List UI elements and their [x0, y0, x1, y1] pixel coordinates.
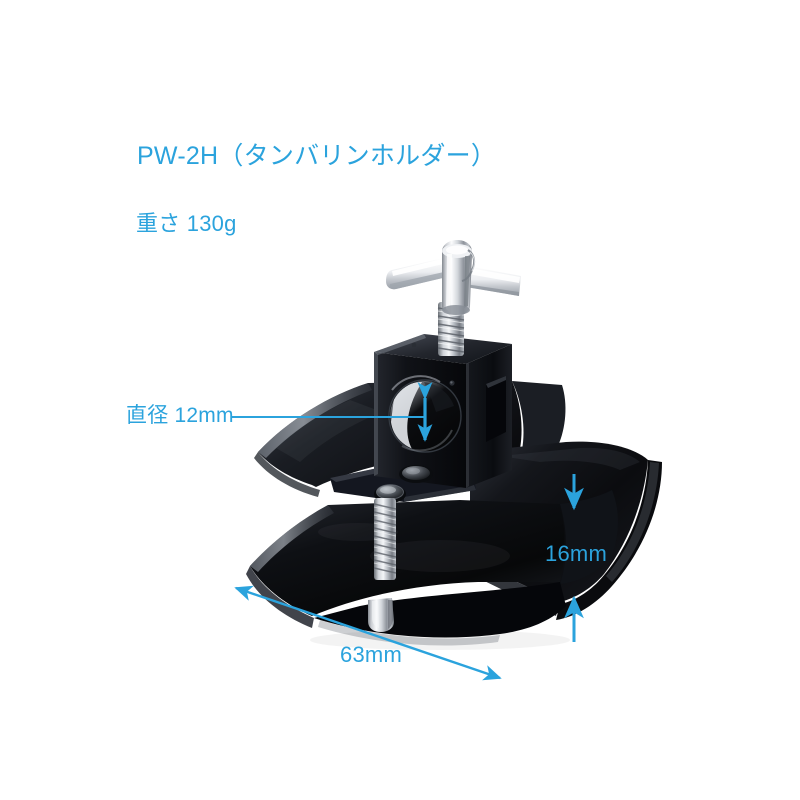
product-weight-label: 重さ 130g — [136, 211, 237, 236]
t-handle — [386, 240, 521, 316]
height-dimension-label: 16mm — [545, 541, 608, 566]
product-title: PW-2H（タンバリンホルダー） — [137, 142, 497, 170]
width-dimension-label: 63mm — [340, 642, 403, 667]
diameter-dimension-label: 直径 12mm — [126, 404, 234, 427]
clamp-bracket — [374, 334, 512, 488]
